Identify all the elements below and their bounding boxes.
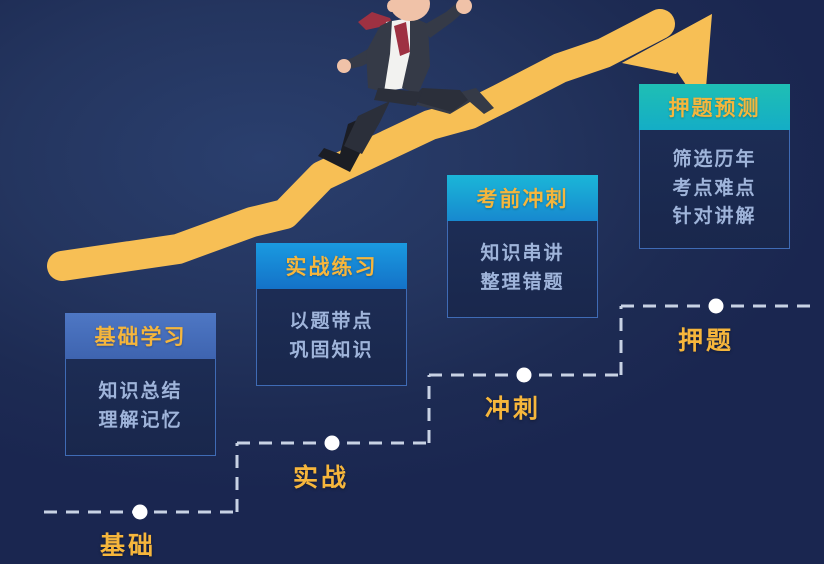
card-detail-line: 知识总结 [98,380,183,403]
stage-label-practice: 实战 [293,463,350,492]
timeline-dots [132,298,724,520]
stage-card-prediction-body: 筛选历年 考点难点 针对讲解 [639,130,790,249]
card-detail-line: 筛选历年 [672,147,757,170]
stage-card-sprint-title: 考前冲刺 [447,175,598,221]
stage-card-prediction-title: 押题预测 [639,84,790,130]
card-detail-line: 知识串讲 [480,242,565,265]
card-detail-line: 以题带点 [289,310,374,333]
card-detail-line: 整理错题 [480,271,565,293]
stage-label-sprint: 冲刺 [485,394,542,423]
stage-card-prediction[interactable]: 押题预测 筛选历年 考点难点 针对讲解 [639,84,790,249]
stage-label-basic: 基础 [100,531,157,560]
stage-label-prediction: 押题 [678,326,735,355]
stage-card-sprint-body: 知识串讲 整理错题 [447,221,598,318]
stage-card-basic-title: 基础学习 [65,313,216,359]
card-detail-line: 巩固知识 [289,339,374,361]
card-detail-line: 考点难点 [672,176,757,199]
stage-card-practice-body: 以题带点 巩固知识 [256,289,407,386]
stage-card-practice-title: 实战练习 [256,243,407,289]
card-detail-line: 理解记忆 [98,409,183,431]
card-detail-line: 针对讲解 [672,205,757,228]
stage-card-basic[interactable]: 基础学习 知识总结 理解记忆 [65,313,216,456]
stage-card-basic-body: 知识总结 理解记忆 [65,359,216,456]
stage-card-practice[interactable]: 实战练习 以题带点 巩固知识 [256,243,407,386]
stage-card-sprint[interactable]: 考前冲刺 知识串讲 整理错题 [447,175,598,318]
